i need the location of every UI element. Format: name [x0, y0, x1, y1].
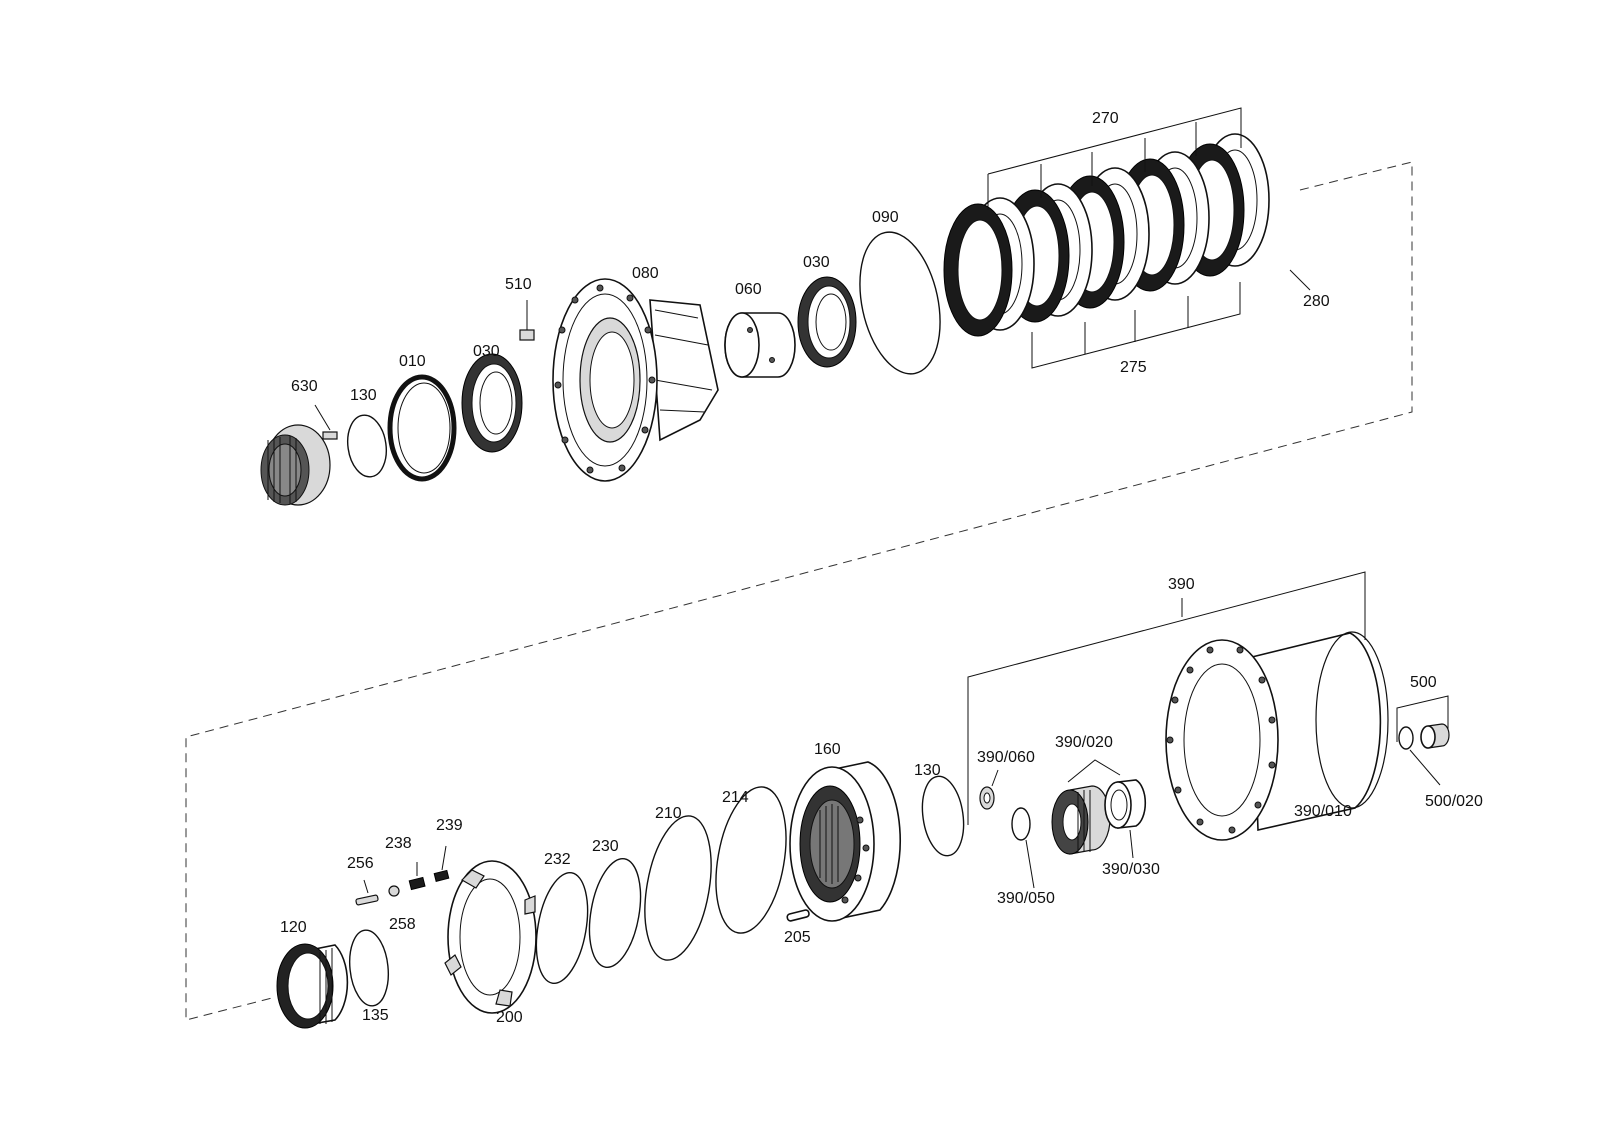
bracket-270: [987, 107, 1242, 210]
label-390-050: 390/050: [997, 890, 1055, 907]
label-120: 120: [280, 919, 307, 936]
part-390-050-snap-ring: [1011, 807, 1031, 841]
label-214: 214: [722, 789, 749, 806]
part-130-o-ring-upper: [346, 414, 388, 478]
part-390-020-spline-gear: [1051, 785, 1111, 855]
label-390-020: 390/020: [1055, 734, 1113, 751]
label-030-upper: 030: [803, 254, 830, 271]
part-390-030-sleeve: [1104, 779, 1147, 829]
part-130-o-ring-lower: [921, 775, 965, 857]
part-230-o-ring: [588, 857, 642, 969]
label-130-upper: 130: [350, 387, 377, 404]
label-256: 256: [347, 855, 374, 872]
label-205: 205: [784, 929, 811, 946]
label-630: 630: [291, 378, 318, 395]
part-238-spring: [408, 876, 426, 891]
part-390-010-drum: [1165, 631, 1389, 841]
bracket-390: [967, 571, 1366, 825]
leader-630: [314, 404, 331, 431]
leader-390-050: [1025, 839, 1035, 889]
label-390-030: 390/030: [1102, 861, 1160, 878]
label-230: 230: [592, 838, 619, 855]
label-280: 280: [1303, 293, 1330, 310]
label-275: 275: [1120, 359, 1147, 376]
label-030-lower: 030: [473, 343, 500, 360]
label-060: 060: [735, 281, 762, 298]
part-500-plug: [1420, 723, 1450, 749]
part-200-carrier: [444, 860, 537, 1014]
part-135-o-ring: [348, 929, 390, 1007]
label-200: 200: [496, 1009, 523, 1026]
part-390-060-washer: [979, 786, 995, 810]
part-500-020-ring: [1398, 726, 1414, 750]
part-232-o-ring: [535, 871, 589, 985]
label-239: 239: [436, 817, 463, 834]
label-238: 238: [385, 835, 412, 852]
label-258: 258: [389, 916, 416, 933]
leader-239: [441, 845, 447, 871]
clutch-plate-pack: [943, 133, 1270, 337]
part-205-pin: [786, 909, 810, 922]
label-500-020: 500/020: [1425, 793, 1483, 810]
leader-390-060: [991, 769, 999, 787]
leader-500-020: [1409, 749, 1441, 786]
part-510-bolt: [519, 306, 535, 341]
part-030-seal-upper: [797, 276, 857, 368]
part-060-bushing: [724, 312, 796, 378]
label-390: 390: [1168, 576, 1195, 593]
part-256-pin: [355, 894, 379, 906]
part-214-o-ring: [715, 786, 787, 934]
label-010: 010: [399, 353, 426, 370]
leader-390-020: [1067, 759, 1121, 783]
label-090: 090: [872, 209, 899, 226]
part-160-housing: [789, 761, 902, 922]
label-390-060: 390/060: [977, 749, 1035, 766]
label-232: 232: [544, 851, 571, 868]
part-210-o-ring: [644, 815, 712, 961]
part-030-seal-lower: [461, 353, 523, 453]
label-210: 210: [655, 805, 682, 822]
label-500: 500: [1410, 674, 1437, 691]
part-120-gear-ring: [276, 943, 349, 1029]
part-010-ring: [387, 374, 457, 482]
label-160: 160: [814, 741, 841, 758]
label-130-lower: 130: [914, 762, 941, 779]
label-510: 510: [505, 276, 532, 293]
label-270: 270: [1092, 110, 1119, 127]
part-090-o-ring: [859, 231, 941, 375]
leader-390-030: [1129, 829, 1134, 859]
part-258-ball: [388, 885, 400, 897]
assembly-boundary: [185, 161, 1413, 1021]
bracket-275: [1031, 282, 1241, 369]
label-080: 080: [632, 265, 659, 282]
label-135: 135: [362, 1007, 389, 1024]
part-239-spring: [433, 869, 450, 882]
leader-256: [363, 879, 369, 894]
part-080-housing: [552, 278, 719, 482]
label-390-010: 390/010: [1294, 803, 1352, 820]
leader-280: [1289, 269, 1311, 291]
bracket-500: [1396, 695, 1449, 742]
part-630-hub: [260, 424, 338, 506]
